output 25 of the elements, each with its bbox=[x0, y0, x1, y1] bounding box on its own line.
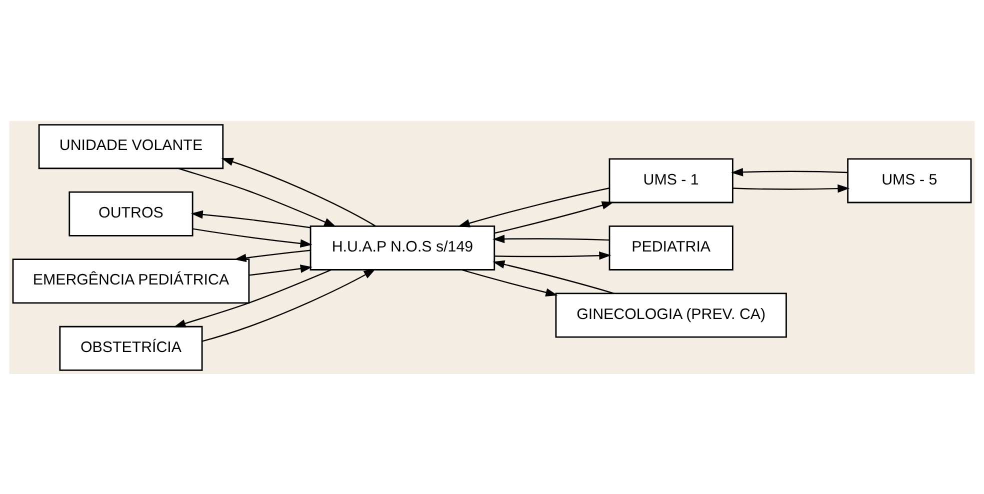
node-box: UMS - 5 bbox=[847, 158, 972, 203]
arrow bbox=[494, 250, 612, 260]
node-box: PEDIATRIA bbox=[608, 224, 734, 270]
arrow bbox=[192, 228, 312, 248]
arrow bbox=[492, 260, 614, 294]
node-box: OBSTETRÍCIA bbox=[59, 325, 203, 370]
arrow bbox=[494, 200, 614, 234]
arrow bbox=[174, 268, 332, 328]
arrow bbox=[732, 184, 850, 192]
arrow bbox=[731, 167, 848, 176]
node-box: GINECOLOGIA (PREV. CA) bbox=[555, 292, 787, 338]
node-box: UNIDADE VOLANTE bbox=[38, 124, 224, 169]
arrow bbox=[190, 210, 311, 228]
arrow bbox=[248, 264, 312, 276]
arrow bbox=[221, 157, 376, 226]
arrow bbox=[234, 249, 310, 262]
node-box: OUTROS bbox=[68, 190, 194, 236]
arrow bbox=[202, 268, 376, 342]
arrow bbox=[492, 234, 610, 243]
arrow bbox=[458, 187, 610, 227]
node-box: UMS - 1 bbox=[608, 158, 734, 203]
arrow bbox=[178, 167, 336, 226]
arrow bbox=[461, 268, 558, 296]
node-box: EMERGÊNCIA PEDIÁTRICA bbox=[12, 258, 250, 304]
node-box: H.U.A.P N.O.S s/149 bbox=[310, 224, 496, 270]
